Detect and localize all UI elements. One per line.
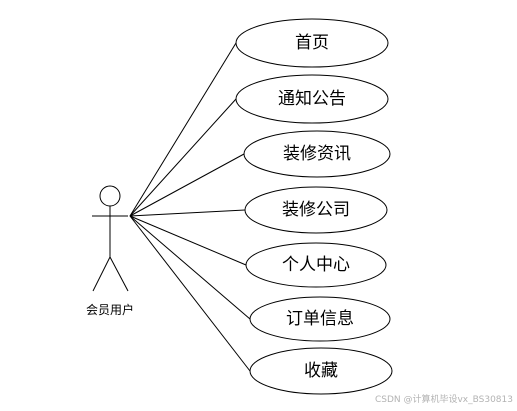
use-case: 个人中心 [245, 242, 387, 288]
use-case-ellipse [245, 242, 387, 288]
use-case: 收藏 [249, 347, 393, 395]
actor-label: 会员用户 [86, 302, 134, 317]
use-case-label: 订单信息 [286, 309, 354, 329]
association-line [129, 209, 246, 217]
use-case: 订单信息 [249, 296, 391, 342]
use-case-ellipse [249, 347, 393, 395]
association-line [129, 215, 247, 266]
association-line [129, 98, 237, 217]
actor-head [99, 185, 121, 207]
use-case: 装修公司 [244, 186, 388, 234]
actor-left-leg [92, 256, 111, 292]
use-case-label: 首页 [295, 33, 329, 53]
use-case-label: 通知公告 [278, 89, 346, 109]
actor: 会员用户 [86, 185, 134, 317]
actor-right-leg [109, 256, 129, 292]
use-case-ellipse [235, 18, 389, 68]
association-lines [129, 42, 251, 372]
association-line [129, 215, 251, 372]
association-line [129, 215, 251, 320]
use-case-label: 收藏 [304, 361, 338, 381]
watermark: CSDN @计算机毕设vx_BS30813 [375, 393, 513, 405]
use-case-label: 个人中心 [282, 255, 350, 275]
association-line [129, 42, 237, 217]
use-case-ellipse [249, 296, 391, 342]
use-case-ellipse [235, 74, 389, 124]
use-case-label: 装修公司 [282, 200, 350, 220]
use-case-ellipse [243, 130, 391, 178]
use-case-ellipse [244, 186, 388, 234]
use-case: 通知公告 [235, 74, 389, 124]
use-case: 装修资讯 [243, 130, 391, 178]
association-line [129, 153, 245, 217]
use-case-label: 装修资讯 [283, 144, 351, 164]
use-case: 首页 [235, 18, 389, 68]
